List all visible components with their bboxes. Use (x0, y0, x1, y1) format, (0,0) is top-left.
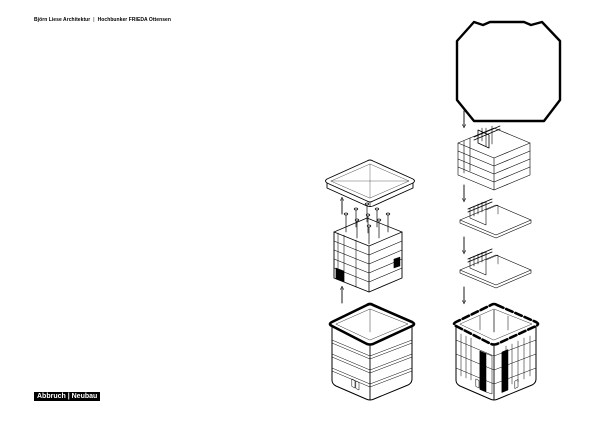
right-hexagon-outline (455, 20, 562, 123)
right-floor-module-2 (459, 248, 532, 289)
right-floor-stack (457, 125, 531, 191)
left-bunker-shell (328, 302, 416, 401)
page-header: Björn Liese Architektur|Hochbunker FRIED… (34, 17, 171, 23)
left-roof-cap (325, 159, 415, 207)
project-name: Hochbunker FRIEDA Ottensen (97, 17, 171, 23)
section-label: Abbruch | Neubau (34, 392, 101, 401)
left-inner-core (333, 202, 403, 293)
right-bunker-rebuilt (452, 302, 540, 401)
header-separator: | (93, 17, 95, 23)
right-floor-module-1 (459, 198, 532, 239)
architect-name: Björn Liese Architektur (34, 17, 91, 23)
